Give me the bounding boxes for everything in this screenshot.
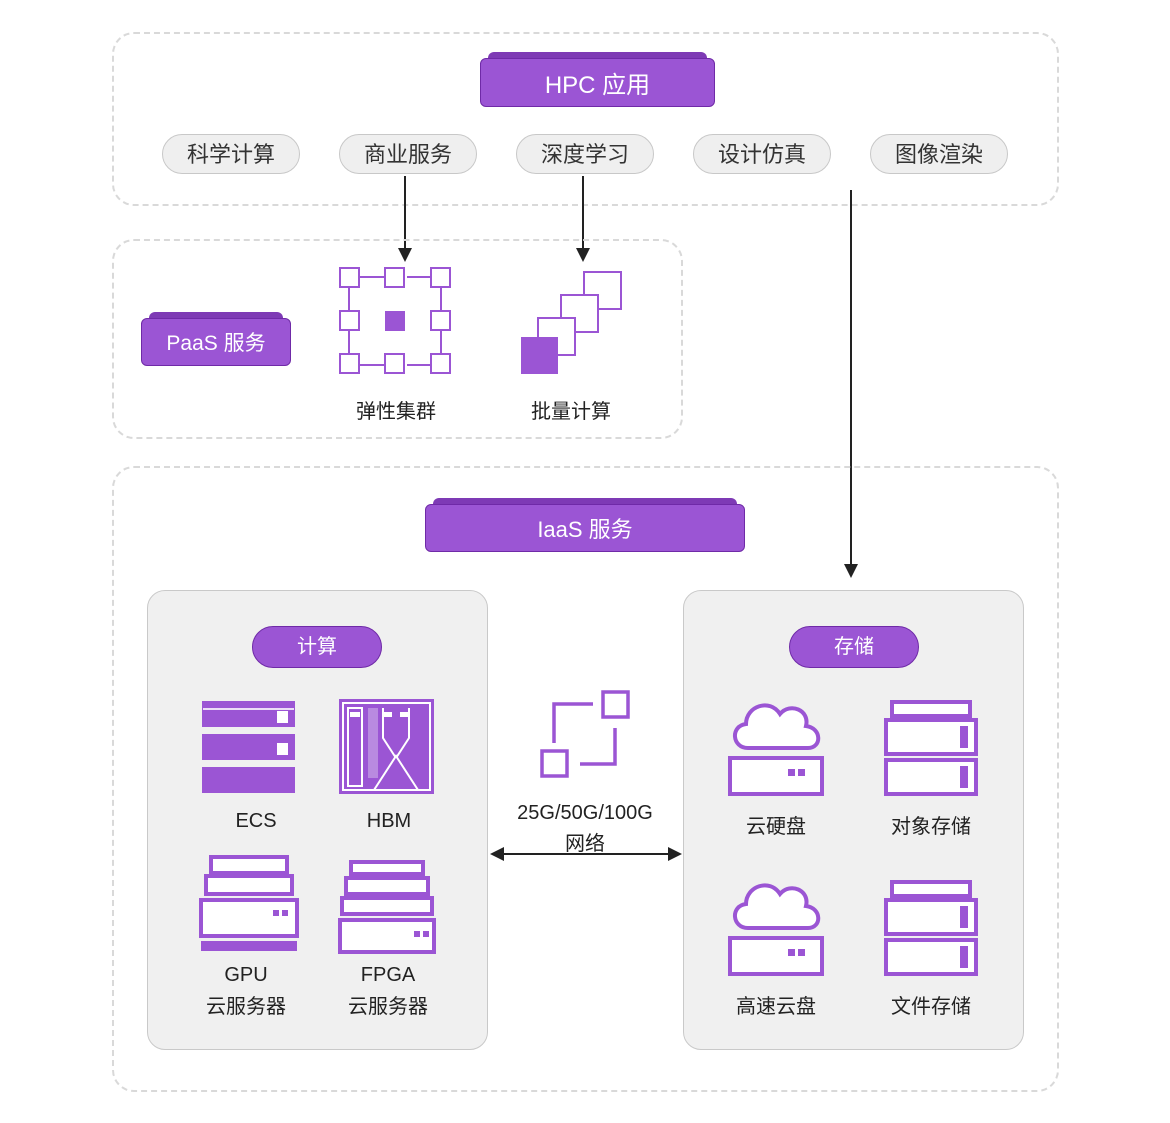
app-pill-simulation[interactable]: 设计仿真 [693, 134, 831, 174]
app-pill-rendering[interactable]: 图像渲染 [870, 134, 1008, 174]
iaas-section [112, 466, 1059, 1092]
paas-title: PaaS 服务 [166, 332, 266, 355]
cloud-disk-label: 云硬盘 [746, 816, 806, 838]
storage-title-pill: 存储 [789, 626, 919, 668]
network-label-line1: 25G/50G/100G [517, 802, 653, 824]
gpu-label-line1: GPU [224, 964, 268, 986]
iaas-title: IaaS 服务 [537, 517, 633, 542]
elastic-cluster-icon [339, 267, 451, 374]
batch-compute-icon [521, 271, 622, 374]
app-pill-business[interactable]: 商业服务 [339, 134, 477, 174]
gpu-label-line2: 云服务器 [206, 996, 286, 1018]
gpu-server-icon [199, 855, 299, 951]
elastic-cluster-label: 弹性集群 [356, 401, 436, 423]
cloud-disk-icon [728, 703, 824, 796]
object-storage-icon [884, 700, 978, 796]
compute-title-pill: 计算 [252, 626, 382, 668]
ecs-label: ECS [235, 810, 277, 832]
paas-section [112, 239, 683, 439]
app-pill-deep-learning[interactable]: 深度学习 [516, 134, 654, 174]
network-icon [540, 690, 630, 778]
cloud-disk-icon [728, 883, 824, 976]
batch-compute-label: 批量计算 [531, 401, 611, 423]
hbm-icon [339, 699, 434, 794]
object-storage-label: 对象存储 [891, 816, 971, 838]
app-pill-scientific[interactable]: 科学计算 [162, 134, 300, 174]
fpga-server-icon [338, 860, 436, 954]
fpga-label-line2: 云服务器 [348, 996, 428, 1018]
file-storage-icon [884, 880, 978, 976]
hpc-title: HPC 应用 [544, 72, 651, 99]
file-storage-label: 文件存储 [891, 996, 971, 1018]
fast-cloud-disk-label: 高速云盘 [736, 996, 816, 1018]
hpc-title-banner: HPC 应用 [480, 52, 715, 107]
hpc-section [112, 32, 1059, 206]
hbm-label: HBM [366, 810, 412, 832]
network-label-line2: 网络 [565, 833, 605, 855]
iaas-title-banner: IaaS 服务 [425, 498, 745, 552]
fpga-label-line1: FPGA [360, 964, 416, 986]
paas-title-banner: PaaS 服务 [141, 312, 291, 366]
server-rack-icon [202, 701, 295, 793]
